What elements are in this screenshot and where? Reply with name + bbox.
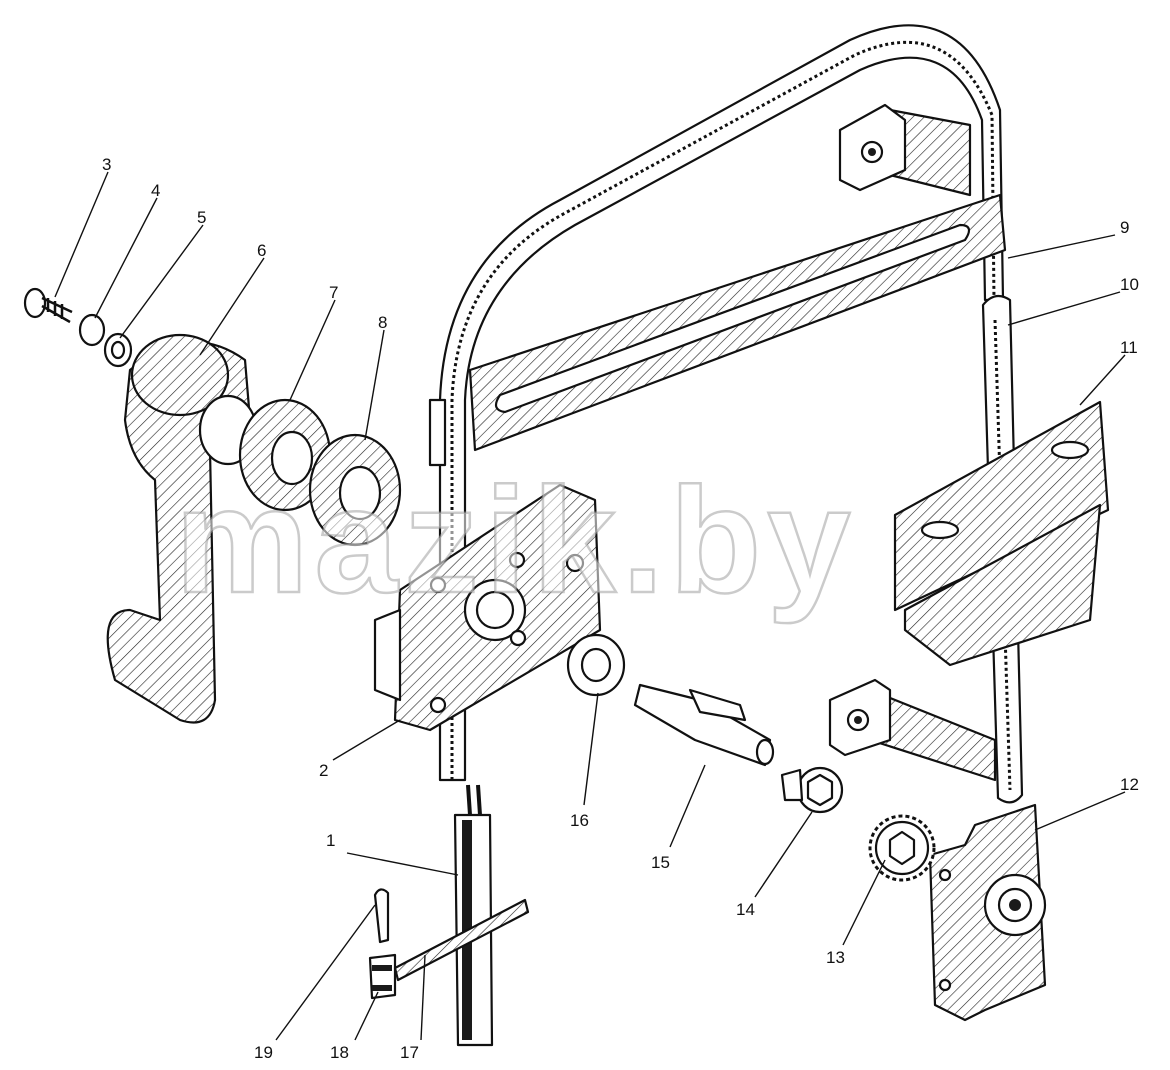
- callout-9: 9: [1120, 218, 1129, 237]
- callout-11: 11: [1120, 338, 1138, 357]
- cable-sheath: [453, 784, 494, 1047]
- callout-8: 8: [378, 313, 387, 332]
- cotter-pin: [373, 888, 390, 944]
- callout-1: 1: [326, 831, 335, 850]
- shaft-bushing: [780, 766, 844, 814]
- callout-5: 5: [197, 208, 206, 227]
- glass-clamp-plate: [893, 400, 1110, 667]
- callout-19: 19: [254, 1043, 273, 1062]
- callout-6: 6: [257, 241, 266, 260]
- drum-spring: [566, 633, 626, 697]
- spacer-washer-7: [238, 398, 332, 512]
- spring-washer: [78, 313, 106, 347]
- spacer-washer-8: [308, 433, 402, 547]
- tension-rod: [393, 898, 530, 982]
- flat-washer: [103, 332, 133, 368]
- callout-18: 18: [330, 1043, 349, 1062]
- callout-17: 17: [400, 1043, 419, 1062]
- drive-shaft: [633, 683, 775, 767]
- callout-16: 16: [570, 811, 589, 830]
- pulley-bracket: [928, 803, 1047, 1022]
- callout-4: 4: [151, 181, 160, 200]
- handle-screw: [23, 287, 73, 324]
- callout-15: 15: [651, 853, 670, 872]
- drum-housing-plate: [373, 483, 602, 732]
- callout-7: 7: [329, 283, 338, 302]
- lower-mount-bracket: [828, 678, 997, 782]
- sprocket-gear: [868, 814, 936, 882]
- guide-rail-frame: [428, 24, 1007, 782]
- rod-clamp: [368, 953, 397, 1000]
- callout-3: 3: [102, 155, 111, 174]
- window-crank-handle: [106, 333, 258, 724]
- callout-labels: 1 2 3 4 5 6 7 8 9 10 11 12 13 14 15 16 1…: [102, 155, 1139, 1062]
- callout-13: 13: [826, 948, 845, 967]
- callout-10: 10: [1120, 275, 1139, 294]
- watermark: mazik.by: [175, 456, 857, 624]
- upper-mount-bracket: [838, 103, 972, 197]
- callout-2: 2: [319, 761, 328, 780]
- leader-lines: [54, 171, 1126, 1041]
- callout-12: 12: [1120, 775, 1139, 794]
- callout-14: 14: [736, 900, 755, 919]
